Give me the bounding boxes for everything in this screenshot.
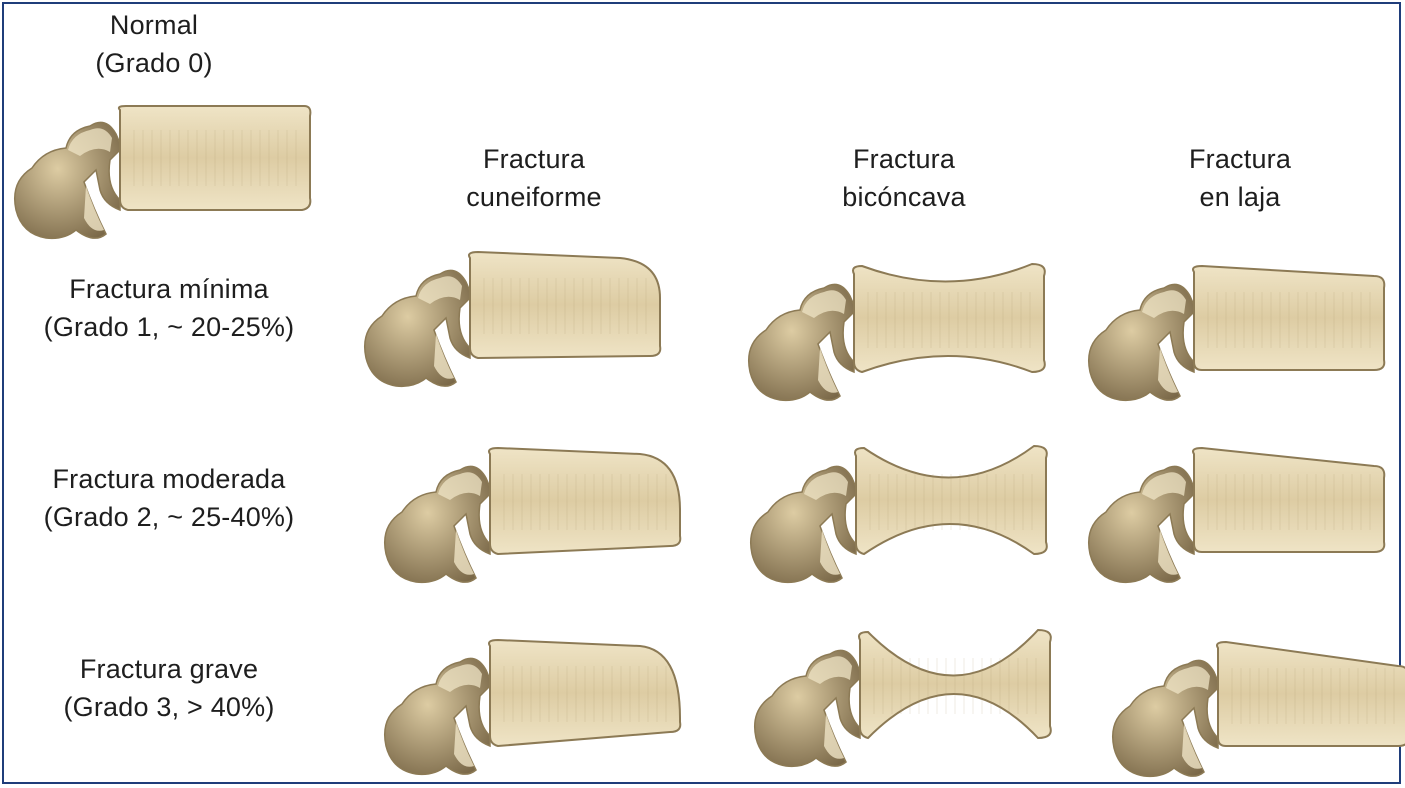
column-header-biconcava-line2: bicóncava xyxy=(794,178,1014,216)
row-label-grado-3-line1: Fractura grave xyxy=(4,650,334,688)
vertebra-laja-grado-3 xyxy=(1108,628,1405,783)
vertebra-cuneiforme-grado-1 xyxy=(360,238,680,393)
vertebra-biconcava-grado-3 xyxy=(750,618,1070,773)
column-header-biconcava-line1: Fractura xyxy=(794,140,1014,178)
row-label-normal-line2: (Grado 0) xyxy=(44,44,264,82)
vertebra-biconcava-grado-1 xyxy=(744,252,1064,407)
vertebra-laja-grado-1 xyxy=(1084,252,1404,407)
column-header-laja-line2: en laja xyxy=(1130,178,1350,216)
row-label-normal-line1: Normal xyxy=(44,6,264,44)
row-label-normal: Normal (Grado 0) xyxy=(44,6,264,82)
row-label-grado-2: Fractura moderada (Grado 2, ~ 25-40%) xyxy=(4,460,334,536)
vertebral-body xyxy=(1217,642,1405,746)
row-label-grado-1-line1: Fractura mínima xyxy=(4,270,334,308)
column-header-laja-line1: Fractura xyxy=(1130,140,1350,178)
column-header-cuneiforme: Fractura cuneiforme xyxy=(424,140,644,216)
row-label-grado-1: Fractura mínima (Grado 1, ~ 20-25%) xyxy=(4,270,334,346)
row-label-grado-3-line2: (Grado 3, > 40%) xyxy=(4,688,334,726)
column-header-cuneiforme-line2: cuneiforme xyxy=(424,178,644,216)
vertebra-cuneiforme-grado-3 xyxy=(380,626,700,781)
vertebra-laja-grado-2 xyxy=(1084,434,1404,589)
row-label-grado-3: Fractura grave (Grado 3, > 40%) xyxy=(4,650,334,726)
row-label-grado-2-line1: Fractura moderada xyxy=(4,460,334,498)
vertebra-biconcava-grado-2 xyxy=(746,434,1066,589)
vertebra-normal xyxy=(10,90,330,245)
column-header-biconcava: Fractura bicóncava xyxy=(794,140,1014,216)
column-header-laja: Fractura en laja xyxy=(1130,140,1350,216)
row-label-grado-1-line2: (Grado 1, ~ 20-25%) xyxy=(4,308,334,346)
row-label-grado-2-line2: (Grado 2, ~ 25-40%) xyxy=(4,498,334,536)
vertebra-cuneiforme-grado-2 xyxy=(380,434,700,589)
column-header-cuneiforme-line1: Fractura xyxy=(424,140,644,178)
